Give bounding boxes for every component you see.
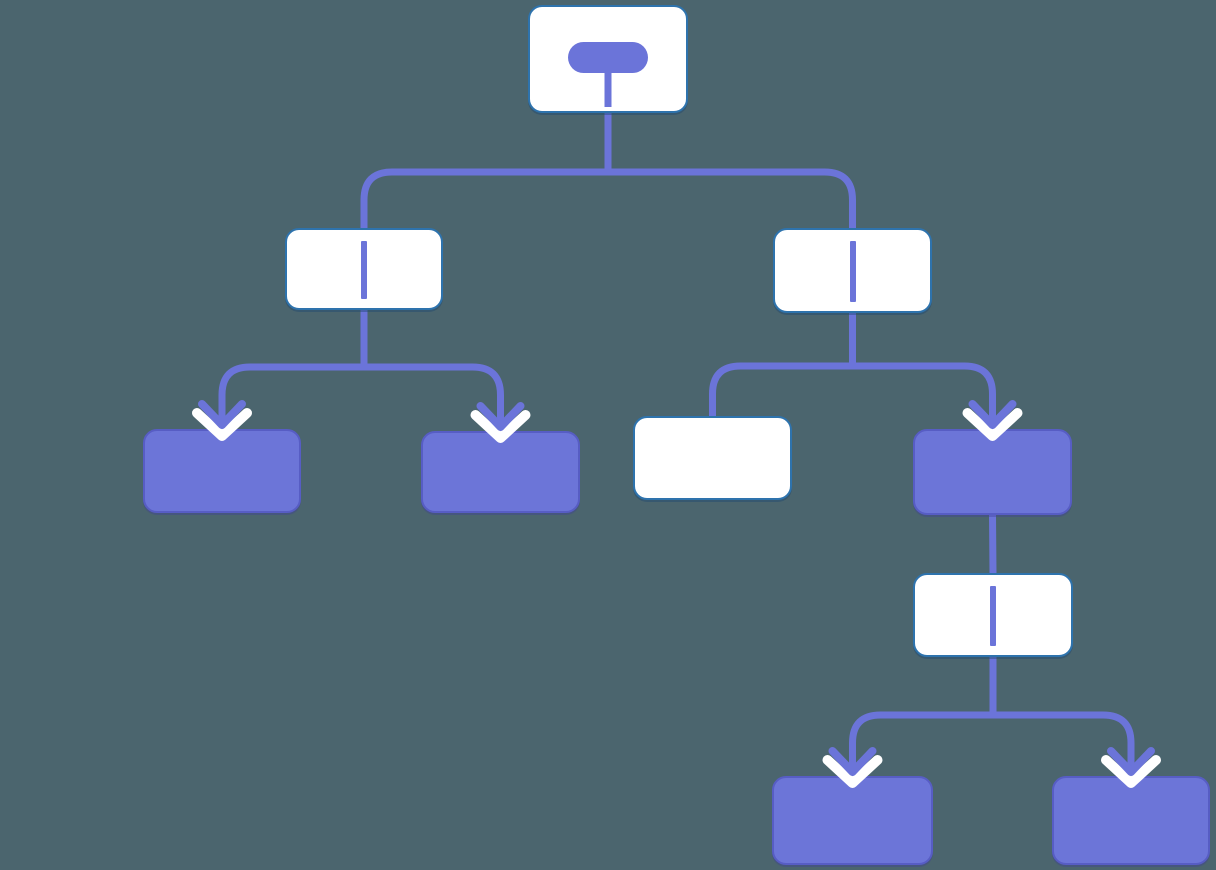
node-leaf-4[interactable] [1052, 776, 1210, 865]
node-leaf-3[interactable] [772, 776, 933, 865]
root-stem-icon [604, 67, 612, 107]
node-branch-lower[interactable] [913, 573, 1073, 657]
node-root[interactable] [528, 5, 688, 113]
pass-through-line-icon [849, 241, 856, 302]
node-leaf-2[interactable] [421, 431, 580, 513]
node-branch-right[interactable] [773, 228, 932, 313]
pass-through-line-icon [990, 586, 996, 646]
node-node-plain[interactable] [633, 416, 792, 500]
node-leaf-1[interactable] [143, 429, 301, 513]
node-branch-left[interactable] [285, 228, 443, 310]
root-pill-icon [568, 42, 648, 73]
pass-through-line-icon [361, 241, 367, 299]
node-node-target[interactable] [913, 429, 1072, 515]
